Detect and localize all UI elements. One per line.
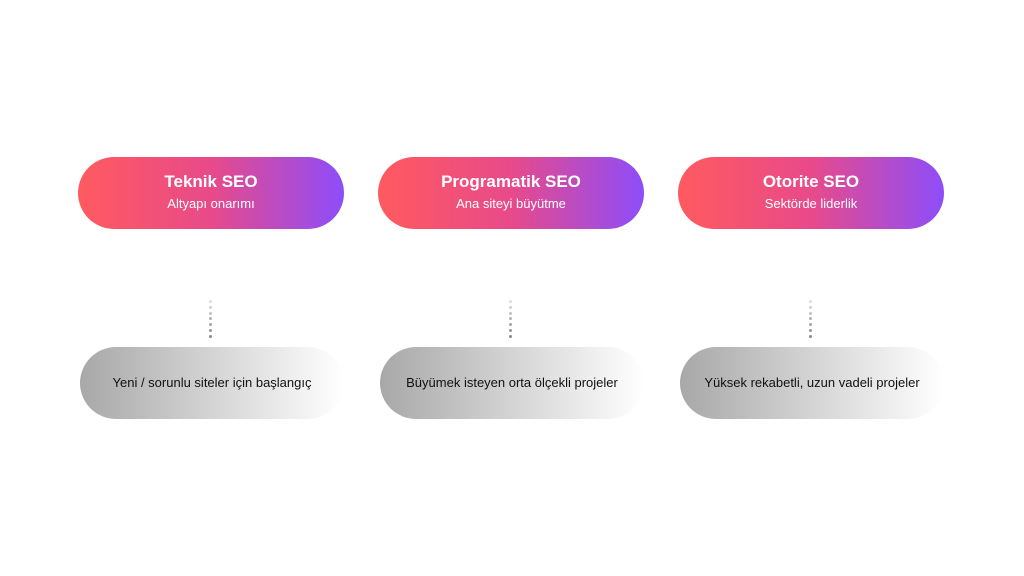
dotted-connector	[509, 300, 512, 338]
service-subtitle: Altyapı onarımı	[167, 196, 255, 211]
column-otorite-seo: Otorite SEO Sektörde liderlik Yüksek rek…	[678, 0, 944, 576]
service-card-otorite-seo: Otorite SEO Sektörde liderlik	[678, 157, 944, 229]
target-card-teknik-seo: Yeni / sorunlu siteler için başlangıç	[80, 347, 344, 419]
service-title: Teknik SEO	[164, 172, 258, 191]
dotted-connector	[209, 300, 212, 338]
target-card-otorite-seo: Yüksek rekabetli, uzun vadeli projeler	[680, 347, 944, 419]
service-title: Otorite SEO	[762, 172, 860, 191]
service-card-teknik-seo: Teknik SEO Altyapı onarımı	[78, 157, 344, 229]
column-programatik-seo: Programatik SEO Ana siteyi büyütme Büyüm…	[378, 0, 644, 576]
dotted-connector	[809, 300, 812, 338]
target-card-programatik-seo: Büyümek isteyen orta ölçekli projeler	[380, 347, 644, 419]
service-title: Programatik SEO	[441, 172, 581, 191]
service-subtitle: Sektörde liderlik	[764, 196, 858, 211]
column-teknik-seo: Teknik SEO Altyapı onarımı Yeni / sorunl…	[78, 0, 344, 576]
service-card-programatik-seo: Programatik SEO Ana siteyi büyütme	[378, 157, 644, 229]
service-subtitle: Ana siteyi büyütme	[456, 196, 566, 211]
